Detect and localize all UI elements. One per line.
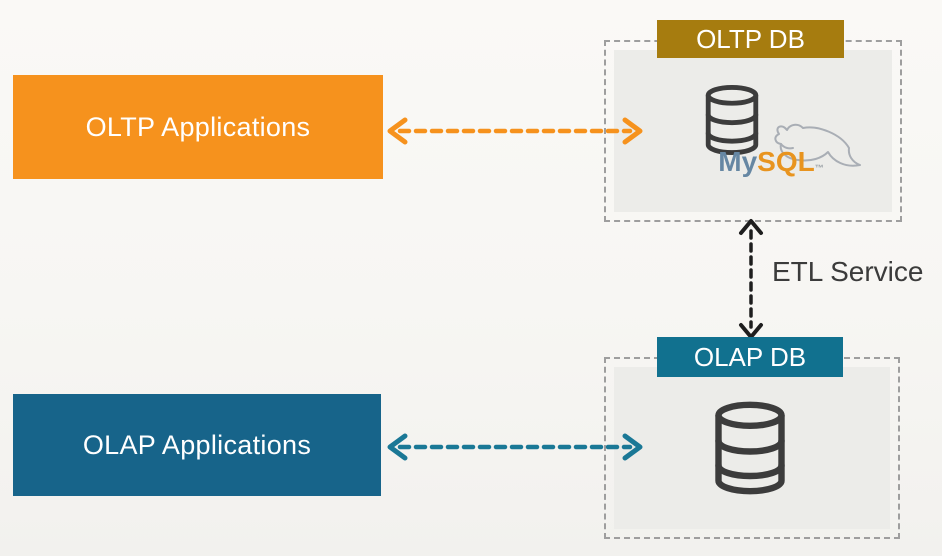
olap-applications-box: OLAP Applications [13,394,381,496]
database-cylinder-icon [715,401,785,495]
olap-db-group-fill [614,367,890,529]
oltp-db-group-fill [614,50,892,212]
database-cylinder-icon [705,84,759,156]
oltp-applications-box: OLTP Applications [13,75,383,179]
oltp-db-group: MySQL™ [604,40,902,222]
olap-db-title: OLAP DB [693,341,807,372]
oltp-db-header: OLTP DB [657,20,844,58]
mysql-trademark: ™ [814,163,824,173]
etl-connection-arrow [739,219,763,339]
mysql-wordmark-my: My [718,146,758,177]
olap-db-group [604,357,900,539]
mysql-dolphin-icon [774,123,861,167]
olap-connection-arrow [387,433,643,461]
mysql-wordmark: MySQL™ [696,146,846,178]
mysql-wordmark-sql: SQL [757,146,815,177]
oltp-applications-label: OLTP Applications [85,111,311,142]
etl-service-label: ETL Service [772,256,924,287]
olap-applications-label: OLAP Applications [82,429,312,460]
oltp-connection-arrow [387,117,643,145]
olap-db-header: OLAP DB [657,337,843,377]
oltp-db-title: OLTP DB [696,23,805,54]
